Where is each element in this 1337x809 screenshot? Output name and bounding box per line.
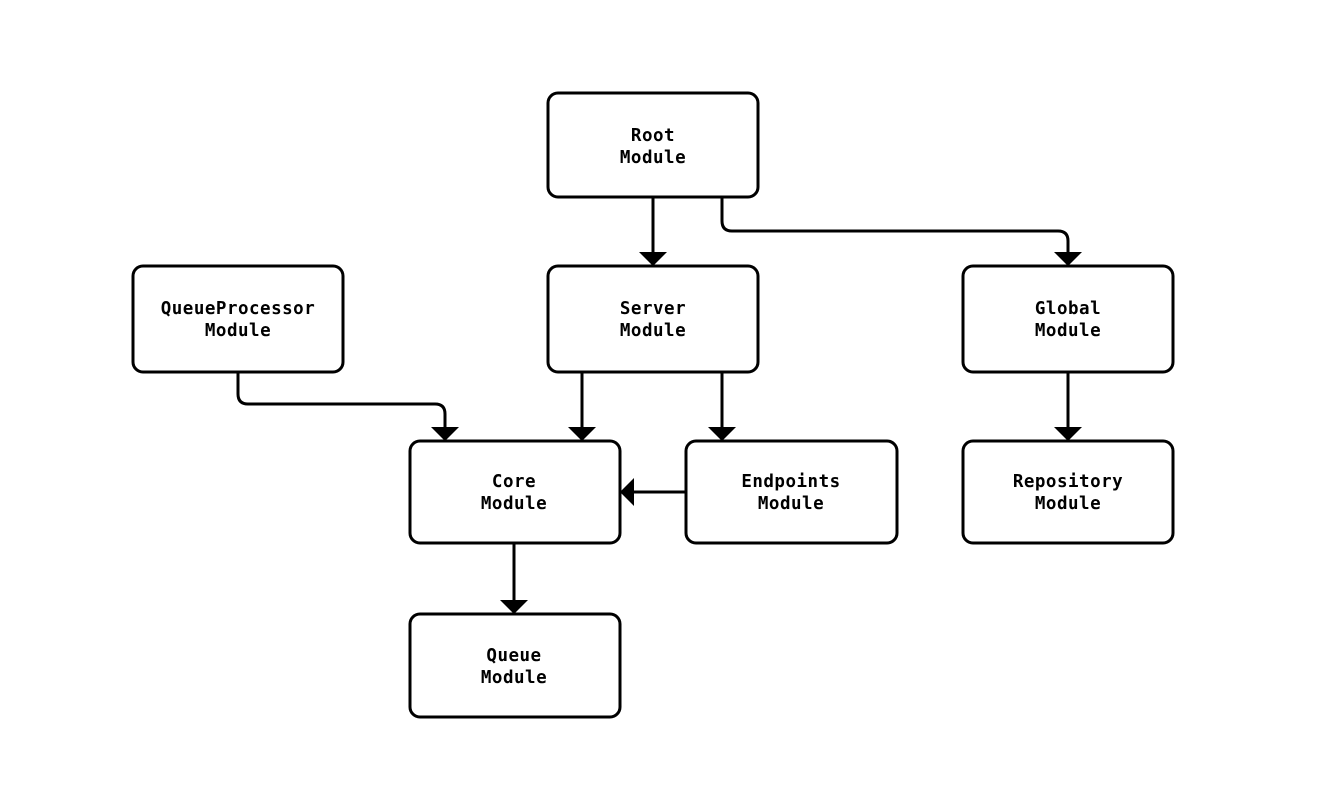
edge-line	[236, 372, 447, 427]
edge-line	[720, 197, 1070, 252]
arrow-head-down	[1054, 427, 1082, 441]
node-label-line1: QueueProcessor	[161, 299, 316, 319]
edge-root-to-global	[720, 197, 1082, 266]
edge-global-to-repository	[1054, 372, 1082, 441]
arrow-head-down	[568, 427, 596, 441]
node-box[interactable]	[546, 264, 760, 374]
arrow-head-down	[708, 427, 736, 441]
node-label-line1: Server	[620, 299, 686, 319]
node-label-line1: Repository	[1013, 472, 1123, 492]
node-label-line1: Queue	[486, 646, 541, 666]
node-box[interactable]	[408, 612, 622, 719]
arrow-head-down	[500, 600, 528, 614]
node-label-line1: Core	[492, 472, 536, 492]
arrow-head-left	[620, 478, 634, 506]
node-label-line2: Module	[620, 148, 686, 168]
node-label-line2: Module	[481, 494, 547, 514]
node-endpoints-module[interactable]: Endpoints Module	[684, 439, 899, 545]
node-box[interactable]	[546, 91, 760, 199]
node-label-line1: Global	[1035, 299, 1101, 319]
node-box[interactable]	[131, 264, 345, 374]
node-label-line2: Module	[1035, 321, 1101, 341]
node-core-module[interactable]: Core Module	[408, 439, 622, 545]
node-server-module[interactable]: Server Module	[546, 264, 760, 374]
node-box[interactable]	[408, 439, 622, 545]
edge-core-to-queue	[500, 543, 528, 614]
node-label-line2: Module	[1035, 494, 1101, 514]
node-box[interactable]	[684, 439, 899, 545]
node-box[interactable]	[961, 264, 1175, 374]
node-repository-module[interactable]: Repository Module	[961, 439, 1175, 545]
arrow-head-down	[1054, 252, 1082, 266]
node-label-line2: Module	[481, 668, 547, 688]
node-layer: Root Module QueueProcessor Module Server…	[131, 91, 1175, 719]
edge-server-to-core	[568, 372, 596, 441]
edge-endpoints-to-core	[620, 478, 686, 506]
edge-root-to-server	[639, 197, 667, 266]
node-label-line1: Endpoints	[741, 472, 840, 492]
node-label-line2: Module	[205, 321, 271, 341]
edge-server-to-endpoints	[708, 372, 736, 441]
edge-queueprocessor-to-core	[236, 372, 459, 441]
arrow-head-down	[431, 427, 459, 441]
node-queueprocessor-module[interactable]: QueueProcessor Module	[131, 264, 345, 374]
node-queue-module[interactable]: Queue Module	[408, 612, 622, 719]
edge-layer	[236, 197, 1082, 614]
node-label-line2: Module	[758, 494, 824, 514]
arrow-head-down	[639, 252, 667, 266]
node-label-line2: Module	[620, 321, 686, 341]
node-global-module[interactable]: Global Module	[961, 264, 1175, 374]
node-box[interactable]	[961, 439, 1175, 545]
node-root-module[interactable]: Root Module	[546, 91, 760, 199]
node-label-line1: Root	[631, 126, 675, 146]
